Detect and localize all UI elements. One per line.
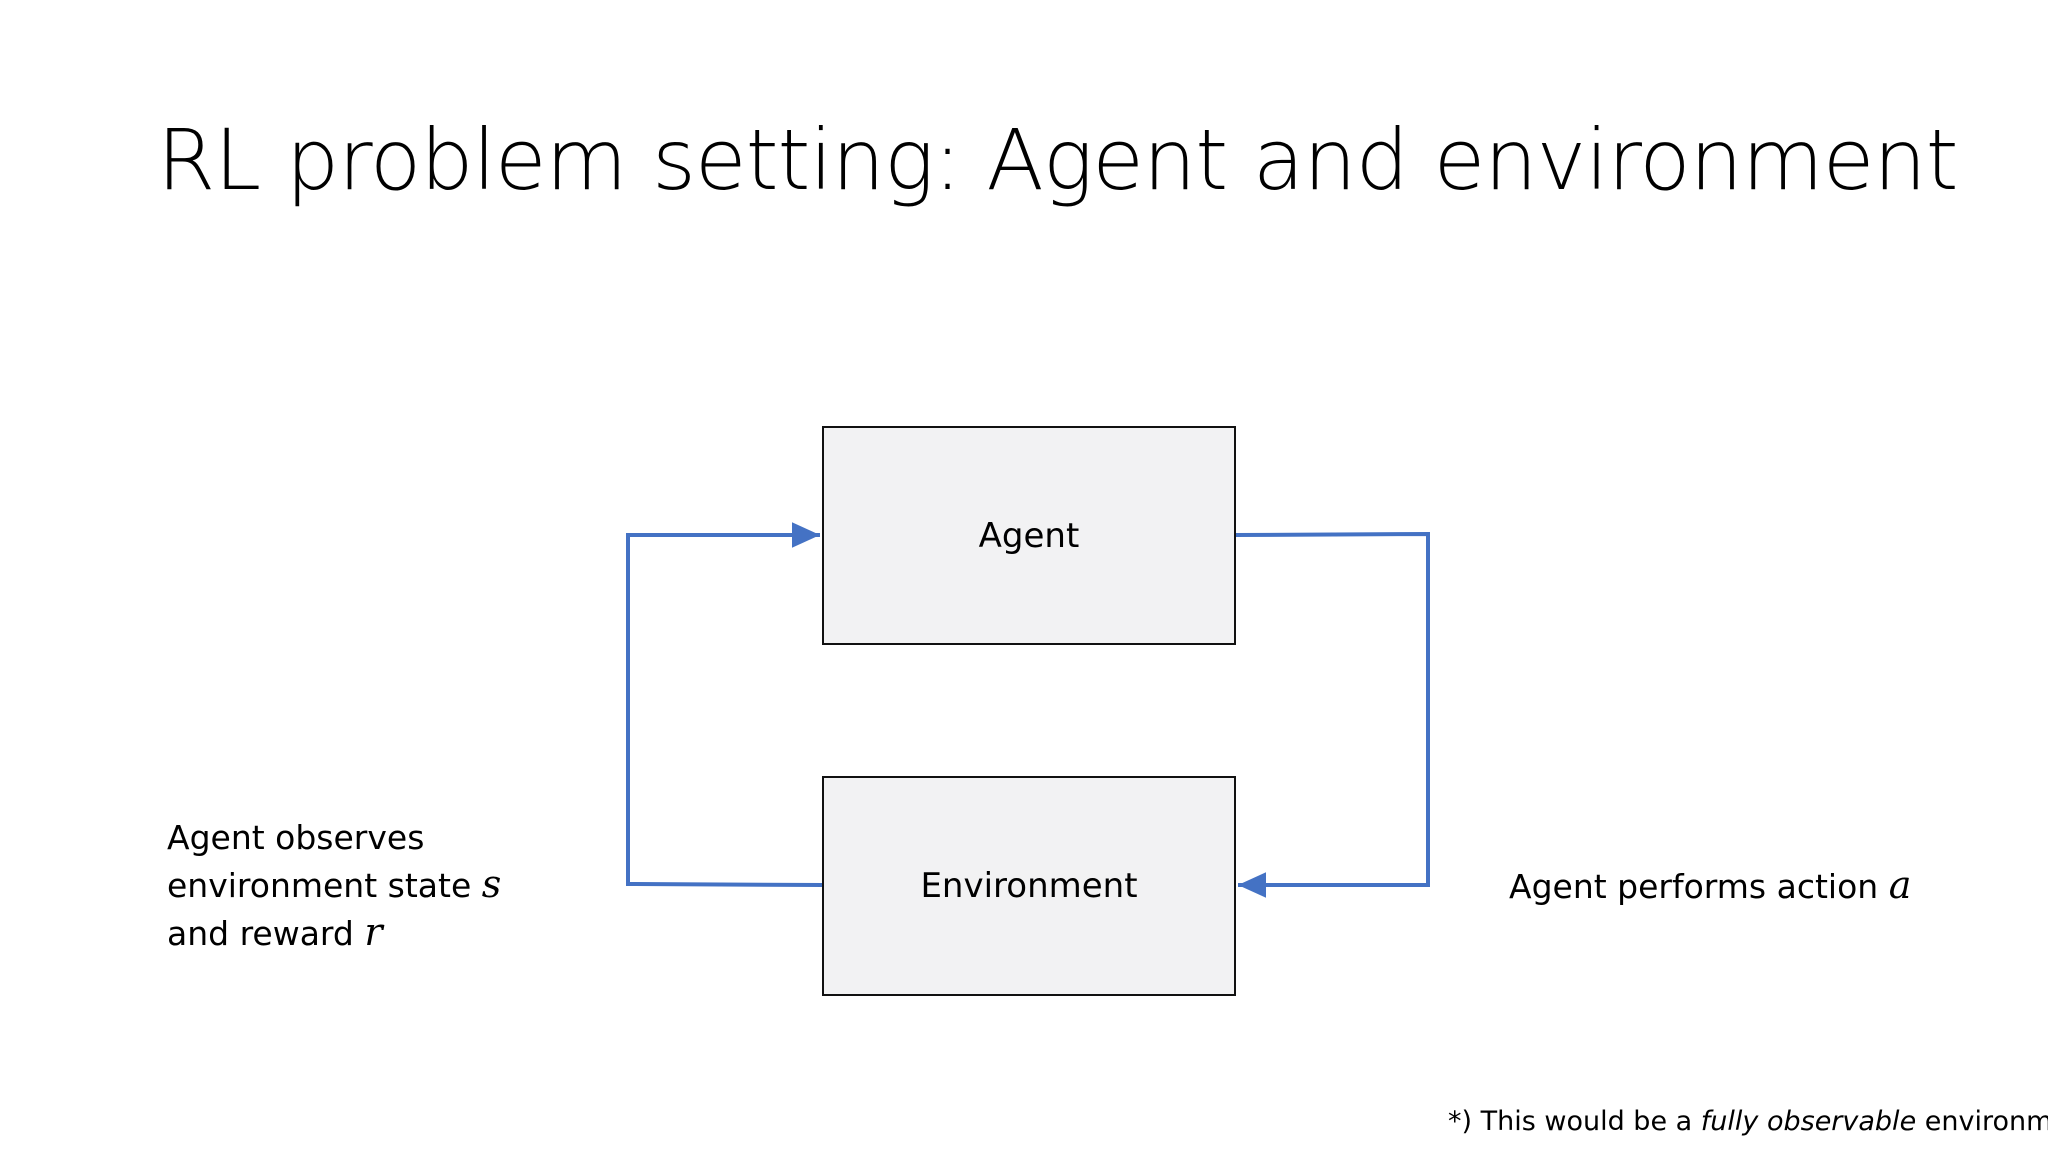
- environment-box: Environment: [822, 776, 1236, 996]
- state-text: environment state: [167, 866, 482, 905]
- footnote: *) This would be a fully observable envi…: [1448, 1106, 2048, 1137]
- footnote-suffix: environmentc: [1924, 1106, 2048, 1137]
- agent-label: Agent: [978, 515, 1080, 556]
- observation-caption: Agent observes environment state s and r…: [167, 815, 501, 957]
- slide-title: RL problem setting: Agent and environmen…: [157, 111, 1959, 209]
- environment-label: Environment: [920, 866, 1138, 906]
- reward-text: and reward: [167, 914, 365, 953]
- observation-caption-line-2: environment state s: [167, 861, 501, 909]
- state-symbol: s: [481, 862, 502, 906]
- observation-caption-line-1: Agent observes: [167, 818, 425, 857]
- agent-box: Agent: [822, 426, 1236, 645]
- action-text: Agent performs action: [1509, 867, 1889, 906]
- action-arrow: [1235, 531, 1430, 898]
- footnote-emphasis: fully observable: [1700, 1106, 1917, 1137]
- observation-caption-line-3: and reward r: [167, 909, 501, 957]
- reward-symbol: r: [364, 910, 383, 954]
- footnote-prefix: *) This would be a: [1448, 1106, 1701, 1137]
- observation-arrow: [626, 522, 823, 887]
- action-caption: Agent performs action a: [1509, 862, 1911, 910]
- action-symbol: a: [1888, 863, 1912, 907]
